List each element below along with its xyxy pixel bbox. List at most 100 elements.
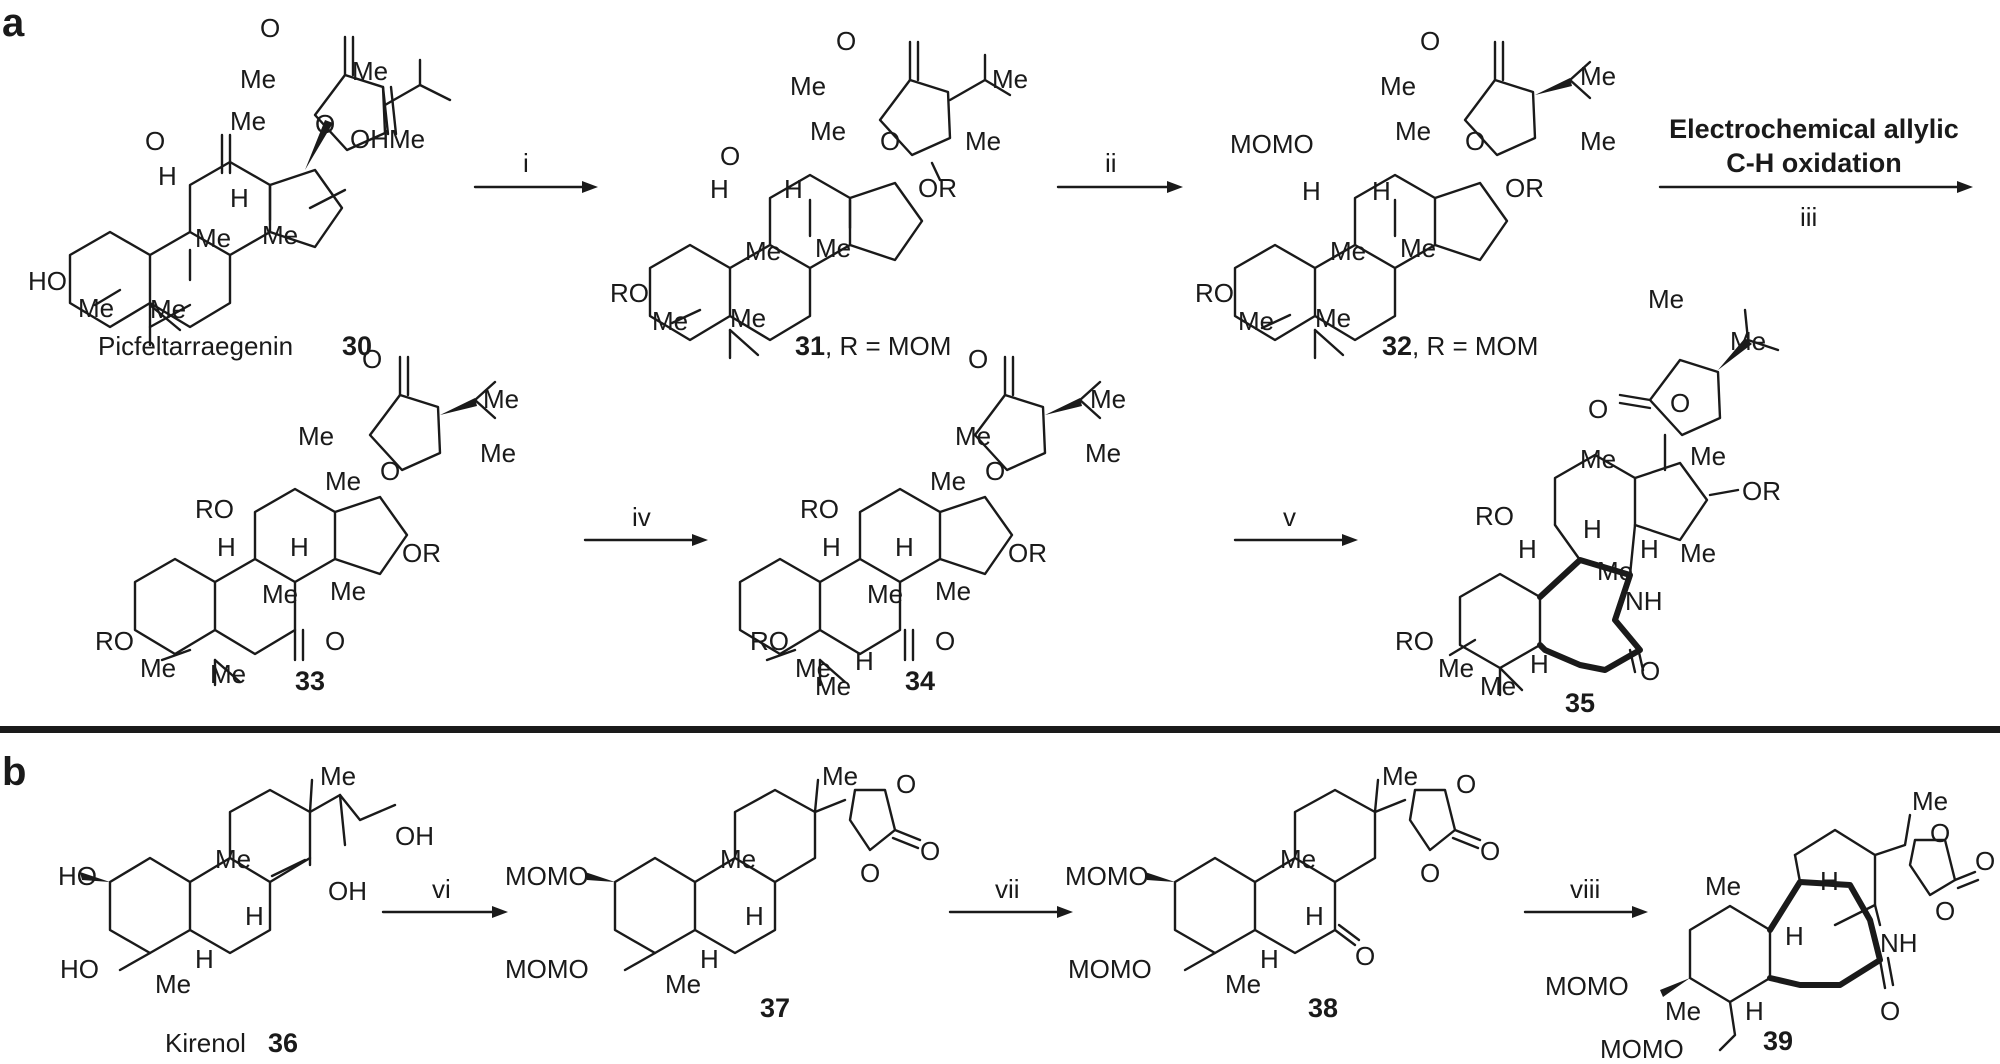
atom-label: RO — [1395, 626, 1434, 656]
atom-label: O — [325, 626, 345, 656]
compound-37: MOMO Me Me O O O H MOMO H Me 37 — [505, 761, 940, 1023]
atom-label: O — [1480, 836, 1500, 866]
atom-label: Me — [665, 969, 701, 999]
atom-label: Me — [1580, 444, 1616, 474]
atom-label: Me — [1730, 326, 1766, 356]
atom-label: Me — [965, 126, 1001, 156]
condition-label: iii — [1800, 202, 1817, 232]
reaction-arrow-iii: Electrochemical allylic C-H oxidation ii… — [1658, 114, 1973, 232]
atom-label: MOMO — [1600, 1034, 1684, 1064]
atom-label: OR — [1505, 173, 1544, 203]
atom-label: RO — [1195, 278, 1234, 308]
reaction-arrow-iv: iv — [583, 502, 708, 546]
atom-label: H — [710, 174, 729, 204]
atom-label: O — [1465, 126, 1485, 156]
reaction-arrow-i: i — [473, 148, 598, 193]
atom-label: O — [1420, 858, 1440, 888]
condition-label: vii — [995, 874, 1020, 904]
atom-label: Me — [815, 671, 851, 701]
atom-label: HO — [60, 954, 99, 984]
atom-label: H — [158, 161, 177, 191]
condition-label: viii — [1570, 874, 1600, 904]
atom-label: Me — [140, 653, 176, 683]
compound-36: HO Me Me OH OH H HO H Me Kirenol 36 — [58, 761, 434, 1058]
condition-label: iv — [632, 502, 651, 532]
atom-label: H — [745, 901, 764, 931]
atom-label: NH — [1625, 586, 1663, 616]
atom-label: OR — [918, 173, 957, 203]
compound-descriptor: , R = MOM — [825, 331, 951, 361]
reaction-arrow-vi: vi — [381, 874, 508, 918]
atom-label: Me — [930, 466, 966, 496]
compound-number: 32 — [1382, 331, 1412, 361]
compound-number: 38 — [1308, 993, 1338, 1023]
atom-label: OR — [1008, 538, 1047, 568]
atom-label: Me — [1680, 538, 1716, 568]
atom-label: Me — [210, 659, 246, 689]
atom-label: Me — [483, 384, 519, 414]
atom-label: O — [985, 456, 1005, 486]
atom-label: Me — [195, 223, 231, 253]
atom-label: O — [1640, 656, 1660, 686]
atom-label: OR — [402, 538, 441, 568]
panel-divider — [0, 726, 2000, 733]
atom-label: O — [1588, 394, 1608, 424]
atom-label: Me — [1400, 233, 1436, 263]
atom-label: Me — [1665, 996, 1701, 1026]
compound-number: 36 — [268, 1028, 298, 1058]
atom-label: Me — [795, 653, 831, 683]
atom-label: Me — [352, 56, 388, 86]
atom-label: Me — [330, 576, 366, 606]
atom-label: Me — [1382, 761, 1418, 791]
compound-31: O Me Me Me O O Me H H OR Me Me RO Me Me … — [610, 26, 1028, 361]
atom-label: H — [195, 944, 214, 974]
atom-label: Me — [1480, 671, 1516, 701]
compound-39: Me O O O Me H NH H MOMO Me H O MOMO 39 — [1545, 786, 1995, 1064]
atom-label: NH — [1880, 928, 1918, 958]
atom-label: Me — [867, 579, 903, 609]
compound-number: 34 — [905, 666, 935, 696]
atom-label: MOMO — [1545, 971, 1629, 1001]
atom-label: Me — [1580, 126, 1616, 156]
atom-label: H — [784, 174, 803, 204]
compound-number: 30 — [342, 331, 372, 361]
atom-label: Me — [215, 844, 251, 874]
compound-descriptor: , R = MOM — [1412, 331, 1538, 361]
compound-30: O Me Me O OHMe O Me H H Me Me HO Me Me P… — [28, 13, 452, 361]
atom-label: Me — [78, 293, 114, 323]
atom-label: Me — [155, 969, 191, 999]
atom-label: H — [230, 183, 249, 213]
compound-name: Kirenol — [165, 1028, 246, 1058]
reaction-arrow-ii: ii — [1056, 148, 1183, 193]
atom-label: O — [1930, 818, 1950, 848]
atom-label: Me — [1090, 384, 1126, 414]
atom-label: O — [1456, 769, 1476, 799]
atom-label: H — [1372, 176, 1391, 206]
atom-label: Me — [822, 761, 858, 791]
atom-label: O — [260, 13, 280, 43]
atom-label: Me — [480, 438, 516, 468]
atom-label: H — [245, 901, 264, 931]
panel-label-a: a — [2, 1, 25, 45]
atom-label: O — [380, 456, 400, 486]
atom-label: O — [1880, 996, 1900, 1026]
compound-35: Me Me O O Me Me OR RO H H H Me Me NH RO … — [1395, 284, 1781, 718]
atom-label: Me — [1280, 844, 1316, 874]
atom-label: Me — [262, 579, 298, 609]
atom-label: H — [1518, 534, 1537, 564]
atom-label: RO — [610, 278, 649, 308]
compound-34: O Me Me Me O Me RO H H OR Me Me O H RO M… — [738, 344, 1126, 701]
atom-label: HO — [58, 861, 97, 891]
condition-line1: Electrochemical allylic — [1669, 114, 1959, 144]
atom-label: Me — [810, 116, 846, 146]
atom-label: Me — [1648, 284, 1684, 314]
atom-label: Me — [298, 421, 334, 451]
compound-name: Picfeltarraegenin — [98, 331, 293, 361]
atom-label: Me — [262, 220, 298, 250]
atom-label: Me — [1330, 236, 1366, 266]
atom-label: H — [1260, 944, 1279, 974]
compound-number: 31 — [795, 331, 825, 361]
atom-label: O — [362, 344, 382, 374]
condition-label: vi — [432, 874, 451, 904]
atom-label: O — [1975, 846, 1995, 876]
